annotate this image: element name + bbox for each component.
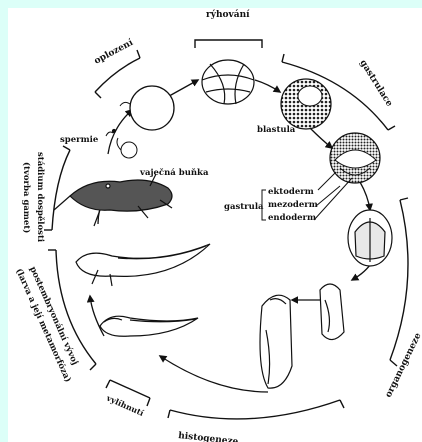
- label-mezoderm: mezoderm: [268, 200, 318, 210]
- neurula-illustration: [348, 210, 392, 266]
- cycle-arrows: [90, 80, 372, 392]
- blastula-illustration: [281, 79, 331, 129]
- label-vajecna-bunka: vaječná buňka: [139, 167, 209, 178]
- label-organogeneze: organogeneze: [384, 331, 422, 399]
- label-dospelost-1: stádium dospělosti: [35, 152, 46, 243]
- cleavage-embryo: [202, 60, 254, 104]
- label-gastrulace: gastrulace: [357, 58, 394, 109]
- label-histogeneze: histogeneze: [178, 431, 239, 442]
- label-ektoderm: ektoderm: [268, 187, 314, 197]
- gastrula-illustration: [330, 133, 380, 183]
- label-oplozeni: oplození: [92, 37, 135, 67]
- label-spermie: spermie: [60, 135, 99, 145]
- label-vylihnuti: vylíhnutí: [104, 392, 145, 418]
- label-dospelost-2: (tvorba gamet): [21, 162, 32, 233]
- label-blastula: blastula: [257, 125, 296, 135]
- label-endoderm: endoderm: [268, 213, 316, 223]
- elongated-embryo: [260, 295, 292, 388]
- tadpole-young: [100, 316, 198, 336]
- egg-illustration: [120, 86, 174, 130]
- tadpole-with-legs: [76, 244, 210, 286]
- tailbud-embryo: [320, 284, 344, 340]
- label-ryhovani: rýhování: [206, 9, 250, 20]
- adult-frog: [54, 174, 172, 226]
- label-gastrula: gastrula: [224, 202, 264, 212]
